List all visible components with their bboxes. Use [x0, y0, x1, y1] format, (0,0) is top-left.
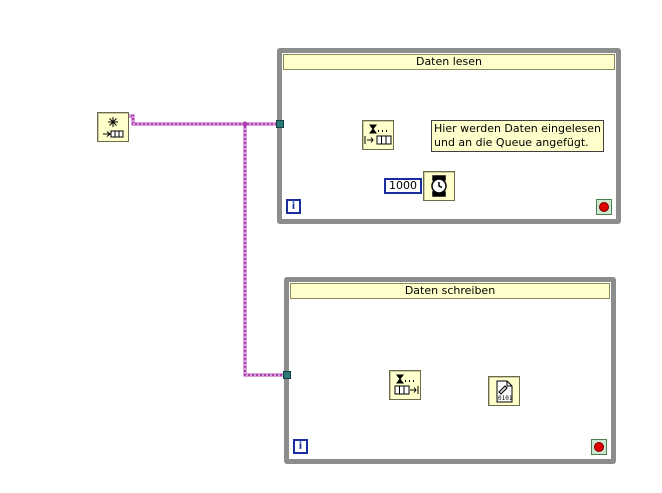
iteration-terminal-read: i [286, 199, 301, 214]
queue-tunnel-read[interactable] [276, 120, 284, 128]
loop-label-read: Daten lesen [283, 54, 615, 70]
obtain-queue-node[interactable] [97, 112, 129, 142]
wait-ms-node[interactable] [423, 171, 455, 201]
dequeue-element-icon [394, 374, 419, 395]
comment-box: Hier werden Daten eingelesen und an die … [431, 120, 605, 152]
stop-terminal-icon[interactable] [596, 199, 612, 215]
iteration-terminal-write: i [293, 439, 308, 454]
stop-terminal-icon[interactable] [591, 439, 607, 455]
wire-junction [242, 121, 248, 127]
wait-ms-icon [431, 175, 447, 197]
obtain-queue-icon [103, 117, 124, 138]
queue-tunnel-write[interactable] [283, 371, 291, 379]
dequeue-element-node[interactable] [389, 370, 421, 400]
enqueue-element-icon [364, 124, 392, 145]
numeric-constant[interactable]: 1000 [384, 178, 422, 194]
svg-text:0101: 0101 [498, 395, 513, 402]
write-binary-file-icon: 0101 [496, 380, 513, 403]
enqueue-element-node[interactable] [362, 120, 394, 150]
while-loop-write[interactable] [284, 277, 616, 464]
loop-label-write: Daten schreiben [290, 283, 610, 299]
write-binary-file-node[interactable]: 0101 [488, 376, 520, 406]
